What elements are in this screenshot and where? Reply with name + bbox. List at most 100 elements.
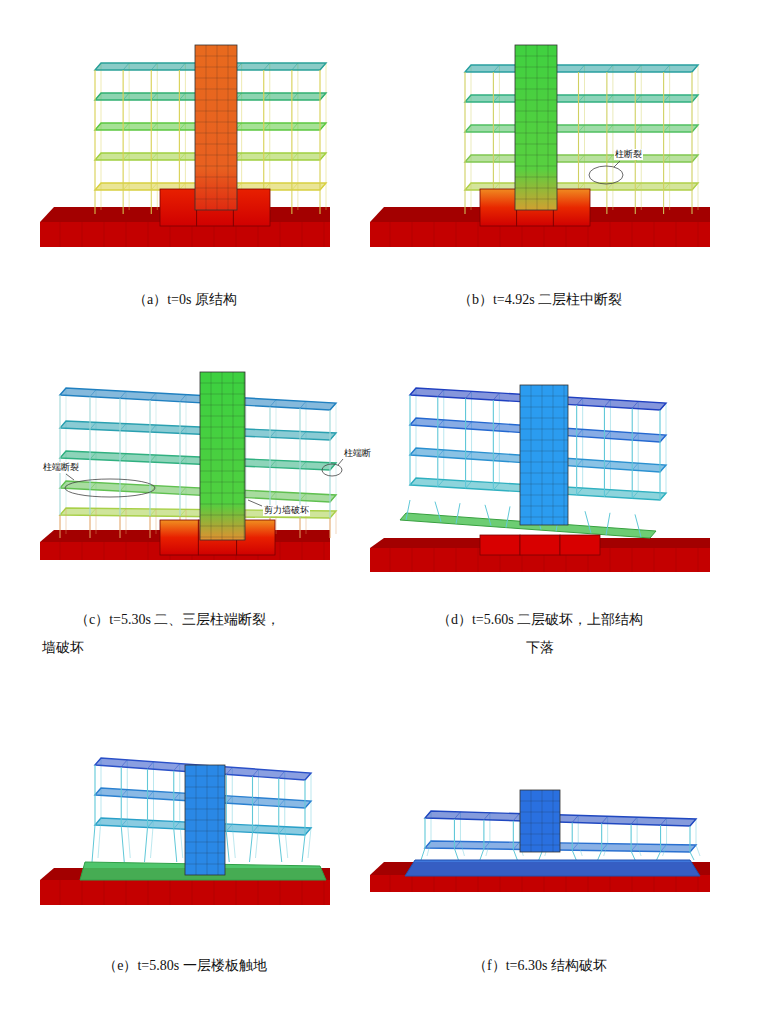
ground-column [101, 183, 102, 210]
slab-beam [438, 390, 444, 397]
column [601, 823, 602, 850]
column [269, 467, 270, 499]
ground-column [692, 190, 693, 214]
slab-beam [60, 508, 66, 515]
ground-grid [434, 222, 435, 247]
column [493, 102, 494, 132]
column [635, 102, 636, 132]
floor-slab [465, 95, 698, 102]
column [606, 102, 607, 132]
column [409, 395, 410, 425]
ground-grid [412, 875, 413, 892]
ground-grid [82, 222, 83, 247]
core-grid [526, 45, 527, 210]
core-grid [520, 506, 568, 507]
column [663, 162, 664, 190]
column [660, 825, 661, 851]
column [151, 100, 152, 130]
slab-beam [513, 814, 519, 821]
ground-column [285, 827, 288, 858]
column [663, 102, 664, 132]
column [269, 407, 270, 438]
caption: （e）t=5.80s 一层楼板触地 [103, 952, 266, 980]
slab-beam [226, 824, 232, 831]
slab-beam [226, 767, 232, 774]
column [464, 162, 465, 190]
column [409, 425, 410, 455]
column [319, 160, 320, 190]
ground-grid [324, 880, 325, 905]
slab-beam [120, 484, 126, 491]
slab-beam [60, 451, 66, 458]
core-grid [531, 790, 532, 852]
core-grid [206, 45, 207, 210]
ground-grid [632, 875, 633, 892]
core-grid [520, 801, 560, 802]
core-grid [520, 484, 568, 485]
slab-beam [604, 400, 610, 407]
slab-beam [632, 433, 638, 440]
ground-grid [82, 542, 83, 560]
column [632, 440, 633, 470]
column [149, 462, 150, 493]
ground-column [151, 190, 152, 214]
ground-grid [280, 222, 281, 247]
ground-column [641, 183, 642, 210]
core-grid [185, 820, 225, 821]
ground-column [330, 518, 331, 538]
foundation-block [553, 189, 590, 226]
callout-ellipse [322, 464, 342, 476]
slab-beam [635, 65, 641, 72]
column [119, 431, 120, 461]
column [179, 130, 180, 160]
slab-beam [632, 463, 638, 470]
core-grid [542, 790, 543, 852]
core-grid [200, 460, 245, 461]
core-grid [200, 526, 245, 527]
column [179, 463, 180, 494]
foundation-block [480, 535, 520, 555]
floor-slab [60, 451, 336, 470]
core-grid [200, 405, 245, 406]
slab-beam [123, 153, 129, 160]
ground-column [637, 844, 641, 856]
column [632, 470, 633, 498]
caption: （d）t=5.60s 二层破坏，上部结构 下落 [425, 606, 655, 662]
ground-column [90, 515, 91, 538]
slab-beam [90, 452, 96, 459]
ground-column [95, 190, 96, 214]
core-grid [537, 45, 538, 210]
broken-column [435, 502, 441, 522]
ground-column [578, 843, 582, 856]
slab-beam [466, 391, 472, 398]
slab-beam [95, 63, 101, 70]
slab-beam [270, 492, 276, 499]
column [691, 162, 692, 190]
slab-beam [577, 488, 583, 495]
column [454, 819, 455, 849]
ground-grid [324, 222, 325, 247]
slab-beam [300, 462, 306, 469]
ground-column [465, 190, 466, 214]
core-grid [200, 471, 245, 472]
core-grid [515, 144, 557, 145]
core-grid [200, 427, 245, 428]
core-grid [520, 517, 568, 518]
ground-grid [676, 875, 677, 892]
ground-column [60, 515, 61, 538]
core-grid [195, 199, 237, 200]
slab-beam [690, 845, 696, 852]
ground-grid [478, 222, 479, 247]
core-grid [553, 385, 554, 525]
ground-grid [676, 548, 677, 572]
column [179, 160, 180, 190]
floor-slab [465, 155, 698, 162]
slab-beam [253, 769, 259, 776]
core-grid [200, 493, 245, 494]
column [663, 72, 664, 102]
slab-beam [664, 95, 670, 102]
slab-beam [607, 65, 613, 72]
core-grid [195, 111, 237, 112]
slab-beam [465, 125, 471, 132]
column [689, 826, 690, 852]
